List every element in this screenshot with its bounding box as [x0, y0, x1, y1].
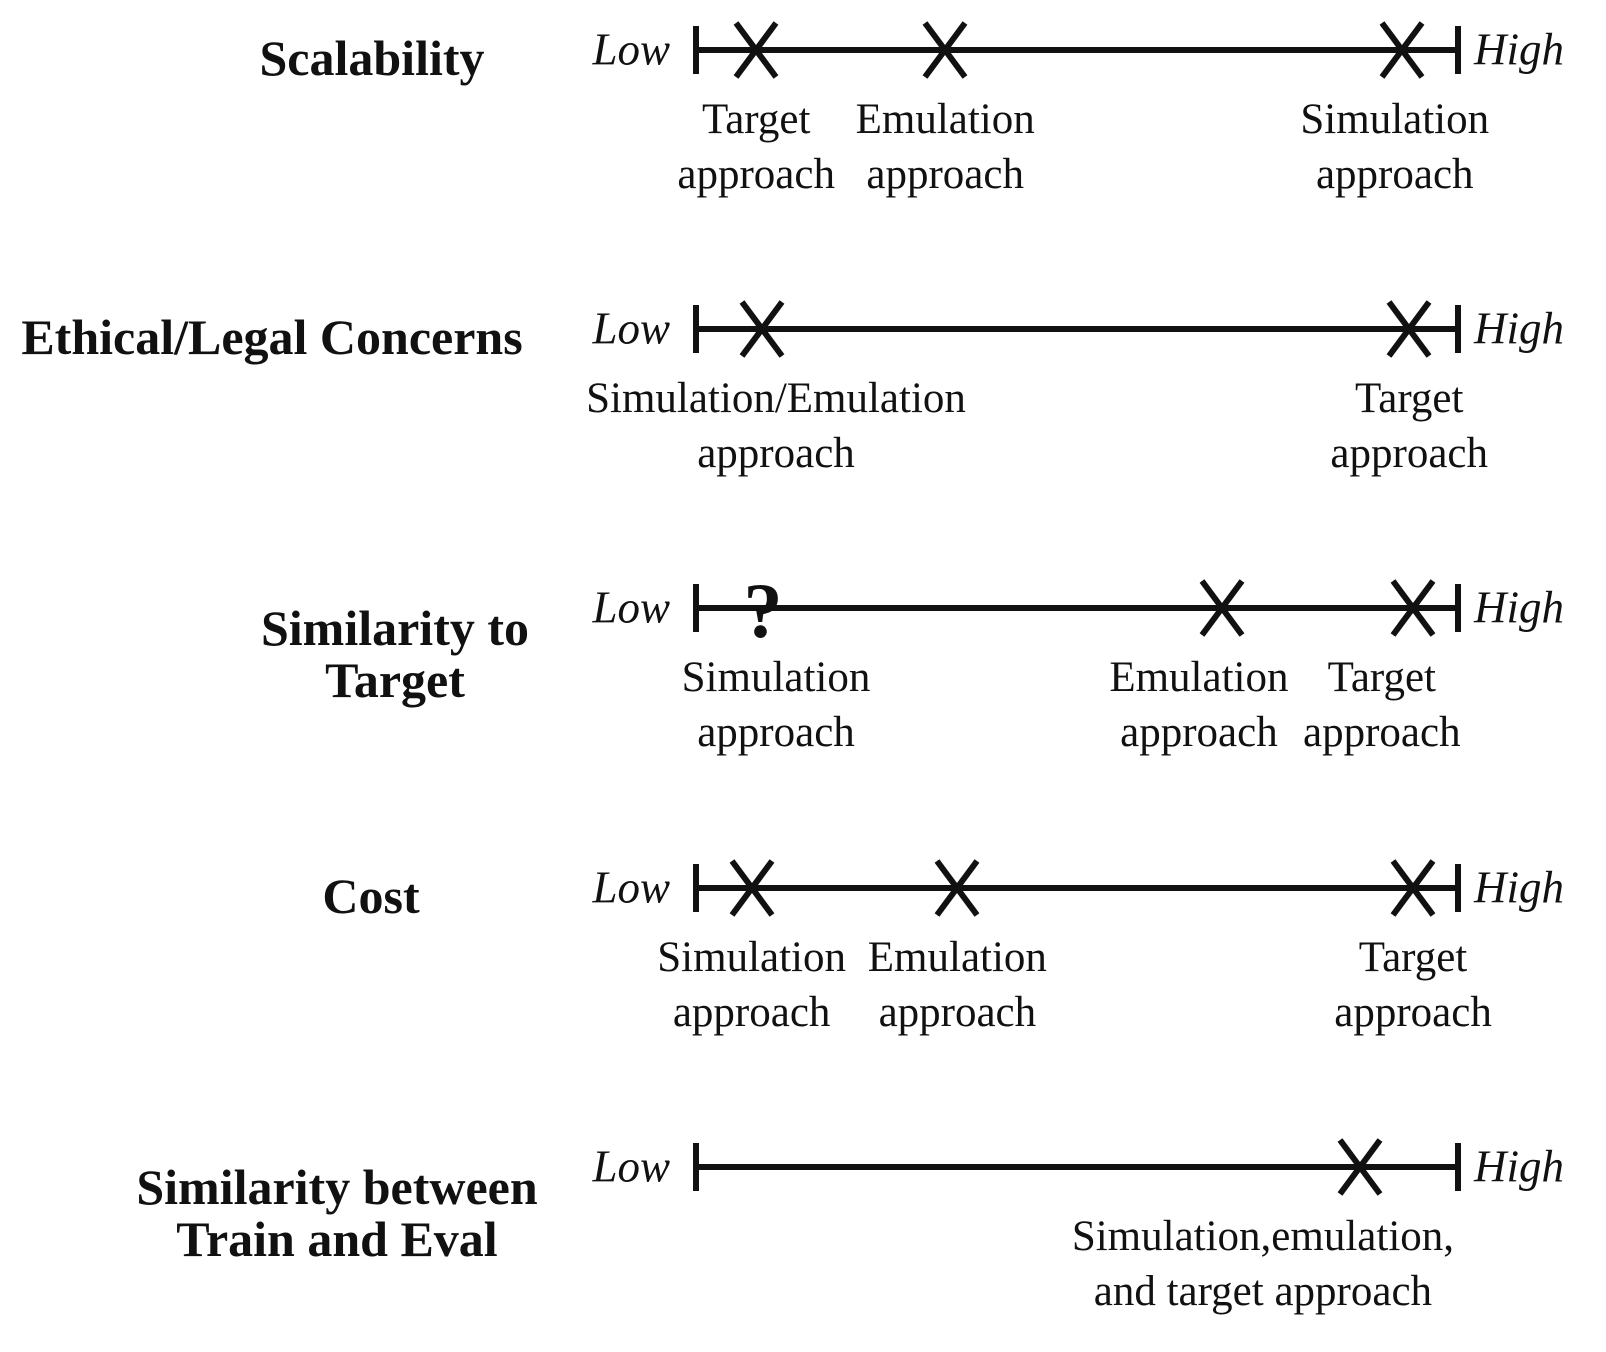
marker-label: Target approach: [1334, 930, 1492, 1040]
axis-left-tick: [693, 1143, 699, 1191]
marker-label-line: approach: [1315, 151, 1474, 198]
x-marker-icon: [1390, 579, 1436, 637]
marker-label-line: Simulation: [1300, 96, 1490, 143]
marker-label-line: approach: [878, 989, 1037, 1036]
marker-label: Emulation approach: [868, 930, 1047, 1040]
high-label: High: [1474, 582, 1564, 633]
axis-left-tick: [693, 305, 699, 353]
axis-right-tick: [1455, 864, 1461, 912]
axis-right-tick: [1455, 1143, 1461, 1191]
marker-label-line: approach: [697, 709, 855, 756]
row-title-line: Ethical/Legal Concerns: [21, 309, 523, 365]
row-title-line: Target: [325, 652, 465, 708]
axis-left-tick: [693, 26, 699, 74]
marker-label: Target approach: [1330, 371, 1488, 481]
x-marker-icon: [1390, 859, 1436, 917]
marker-label-line: Simulation: [657, 934, 846, 981]
low-label: Low: [592, 24, 670, 75]
marker-label: Simulation/Emulation approach: [586, 371, 966, 481]
marker-label: Simulation approach: [657, 930, 846, 1040]
row-title: Cost: [322, 870, 419, 922]
axis-line: [696, 47, 1458, 53]
axis-left-tick: [693, 864, 699, 912]
marker-label-line: Simulation,emulation,: [1071, 1213, 1455, 1260]
marker-label: Simulation approach: [1300, 92, 1489, 202]
axis-line: [696, 885, 1458, 891]
row-title-line: Scalability: [259, 30, 485, 86]
high-label: High: [1474, 303, 1564, 354]
marker-label-line: Target: [1327, 654, 1437, 701]
marker-label-line: Target: [1358, 934, 1468, 981]
marker-label-line: approach: [1334, 989, 1492, 1036]
marker-label-line: approach: [1303, 709, 1461, 756]
marker-label: Emulation approach: [856, 92, 1035, 202]
marker-label-line: approach: [677, 151, 835, 198]
row-title-line: Similarity to: [260, 600, 530, 656]
high-label: High: [1474, 862, 1564, 913]
axis-right-tick: [1455, 305, 1461, 353]
low-label: Low: [592, 1141, 670, 1192]
axis-right-tick: [1455, 26, 1461, 74]
marker-label-line: approach: [697, 430, 855, 477]
marker-label: Simulation,emulation, and target approach: [1072, 1209, 1454, 1319]
marker-label-line: approach: [1330, 430, 1489, 477]
x-marker-icon: [1386, 300, 1432, 358]
row-title: Ethical/Legal Concerns: [21, 311, 522, 363]
x-marker-icon: [934, 859, 980, 917]
marker-label-line: Target: [1354, 375, 1464, 422]
axis-left-tick: [693, 584, 699, 632]
marker-label-line: approach: [1120, 709, 1278, 756]
low-label: Low: [592, 582, 670, 633]
x-marker-icon: [1379, 21, 1425, 79]
marker-label-line: Target: [701, 96, 811, 143]
low-label: Low: [592, 303, 670, 354]
x-marker-icon: [739, 300, 785, 358]
high-label: High: [1474, 24, 1564, 75]
axis-line: [696, 605, 1458, 611]
axis-line: [696, 326, 1458, 332]
x-marker-icon: [729, 859, 775, 917]
row-title-line: Similarity between: [136, 1159, 538, 1215]
marker-label: Target approach: [677, 92, 835, 202]
high-label: High: [1474, 1141, 1564, 1192]
x-marker-icon: [922, 21, 968, 79]
row-title-line: Cost: [322, 868, 420, 924]
x-marker-icon: [1337, 1138, 1383, 1196]
x-marker-icon: [1199, 579, 1245, 637]
marker-label-line: Simulation: [681, 654, 871, 701]
axis-line: [696, 1164, 1458, 1170]
marker-label-line: Emulation: [855, 96, 1035, 143]
marker-label-line: Emulation: [1109, 654, 1289, 701]
marker-label-line: Simulation/Emulation: [586, 375, 966, 422]
marker-label: Emulation approach: [1109, 650, 1288, 760]
marker-label: Simulation approach: [682, 650, 871, 760]
marker-label-line: approach: [866, 151, 1024, 198]
marker-label-line: Emulation: [867, 934, 1047, 981]
row-title-line: Train and Eval: [176, 1211, 498, 1267]
marker-label-line: and target approach: [1093, 1268, 1433, 1315]
row-title: Scalability: [259, 32, 484, 84]
marker-label-line: approach: [672, 989, 831, 1036]
x-marker-icon: [733, 21, 779, 79]
question-marker: ?: [743, 567, 783, 655]
low-label: Low: [592, 862, 670, 913]
axis-right-tick: [1455, 584, 1461, 632]
marker-label: Target approach: [1303, 650, 1461, 760]
